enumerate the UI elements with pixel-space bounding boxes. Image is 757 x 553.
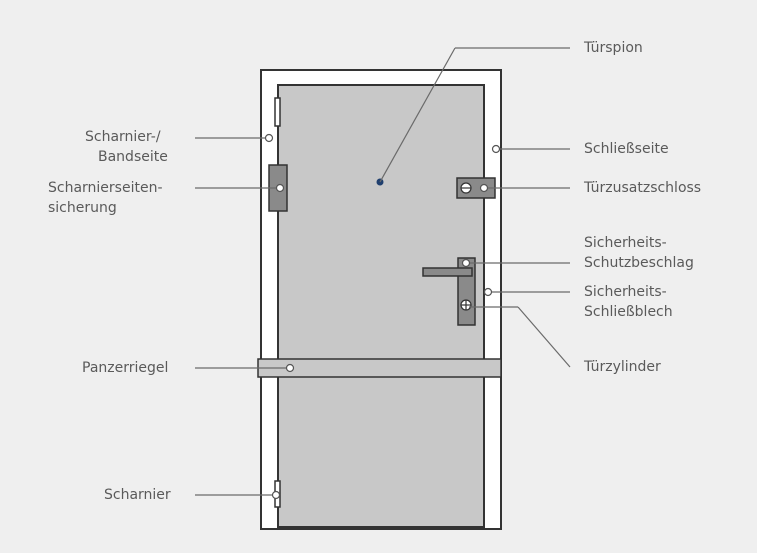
label-scharnierseitensicherung-line2: sicherung — [48, 200, 117, 216]
door-handle — [422, 267, 473, 277]
armored-bar — [257, 358, 502, 378]
label-sicherheits-schutzbeschlag-line2: Schutzbeschlag — [584, 255, 694, 271]
label-tuerspion: Türspion — [584, 40, 643, 56]
label-scharnierseitensicherung-line1: Scharnierseiten- — [48, 180, 163, 196]
marker-points — [264, 133, 501, 500]
hinge-top — [274, 97, 281, 127]
label-scharnier-bandseite-line1: Scharnier-/ — [85, 129, 161, 145]
door-leaf — [277, 84, 485, 528]
label-sicherheits-schliessblech-line1: Sicherheits- — [584, 284, 667, 300]
label-scharnier: Scharnier — [104, 487, 171, 503]
label-schliessseite: Schließseite — [584, 141, 669, 157]
label-tuerzusatzschloss: Türzusatzschloss — [584, 180, 702, 196]
label-sicherheits-schutzbeschlag-line1: Sicherheits- — [584, 235, 667, 251]
label-sicherheits-schliessblech-line2: Schließblech — [584, 304, 673, 320]
label-panzerriegel: Panzerriegel — [82, 360, 169, 376]
label-scharnier-bandseite-line2: Bandseite — [98, 149, 168, 165]
label-tuerzylinder: Türzylinder — [584, 359, 661, 375]
leader-lines — [195, 47, 571, 496]
